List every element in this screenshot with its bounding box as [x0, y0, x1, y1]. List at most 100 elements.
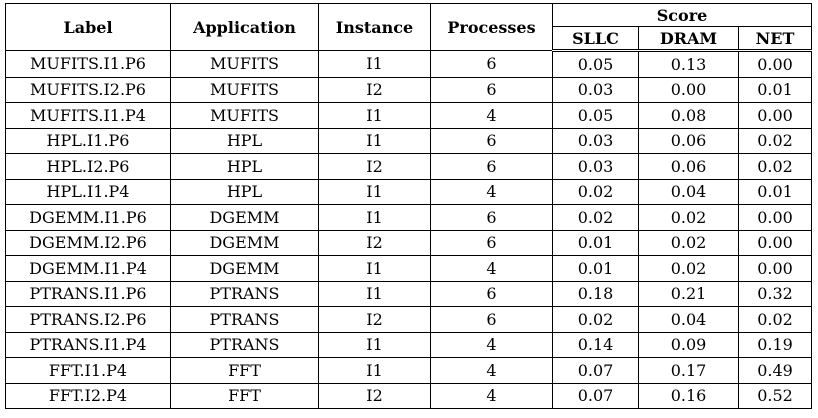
- cell-net: 0.02: [737, 127, 813, 154]
- cell-dram: 0.04: [638, 178, 739, 205]
- cell-dram: 0.06: [638, 153, 739, 180]
- cell-label: MUFITS.I2.P6: [5, 76, 171, 103]
- cell-dram: 0.02: [638, 204, 739, 231]
- cell-label: DGEMM.I1.P6: [5, 204, 171, 231]
- cell-net: 0.00: [737, 255, 813, 282]
- cell-sllc: 0.18: [552, 280, 639, 307]
- cell-instance: I1: [318, 331, 431, 358]
- cell-label: MUFITS.I1.P6: [5, 50, 171, 78]
- cell-net: 0.01: [737, 178, 813, 205]
- cell-sllc: 0.03: [552, 127, 639, 154]
- cell-processes: 6: [430, 76, 553, 103]
- cell-net: 0.00: [737, 50, 813, 78]
- cell-sllc: 0.02: [552, 306, 639, 333]
- cell-dram: 0.13: [638, 50, 739, 78]
- cell-application: MUFITS: [170, 76, 319, 103]
- cell-processes: 6: [430, 306, 553, 333]
- cell-sllc: 0.07: [552, 382, 639, 409]
- cell-net: 0.02: [737, 306, 813, 333]
- cell-dram: 0.04: [638, 306, 739, 333]
- cell-processes: 6: [430, 229, 553, 256]
- cell-label: PTRANS.I2.P6: [5, 306, 171, 333]
- cell-net: 0.00: [737, 204, 813, 231]
- cell-sllc: 0.02: [552, 204, 639, 231]
- cell-application: MUFITS: [170, 50, 319, 78]
- cell-processes: 6: [430, 50, 553, 78]
- cell-processes: 6: [430, 280, 553, 307]
- cell-dram: 0.00: [638, 76, 739, 103]
- cell-application: HPL: [170, 178, 319, 205]
- cell-processes: 4: [430, 102, 553, 129]
- cell-net: 0.52: [737, 382, 813, 409]
- cell-dram: 0.06: [638, 127, 739, 154]
- cell-instance: I1: [318, 255, 431, 282]
- results-table: Label Application Instance Processes Sco…: [5, 3, 813, 409]
- cell-instance: I1: [318, 280, 431, 307]
- header-label: Label: [5, 3, 171, 51]
- cell-dram: 0.02: [638, 255, 739, 282]
- cell-instance: I1: [318, 357, 431, 384]
- cell-net: 0.00: [737, 102, 813, 129]
- cell-application: DGEMM: [170, 204, 319, 231]
- cell-processes: 6: [430, 153, 553, 180]
- cell-sllc: 0.05: [552, 102, 639, 129]
- cell-instance: I2: [318, 306, 431, 333]
- cell-application: DGEMM: [170, 229, 319, 256]
- cell-processes: 4: [430, 255, 553, 282]
- cell-application: PTRANS: [170, 331, 319, 358]
- cell-processes: 4: [430, 382, 553, 409]
- cell-instance: I2: [318, 229, 431, 256]
- cell-processes: 4: [430, 357, 553, 384]
- cell-processes: 6: [430, 127, 553, 154]
- cell-label: HPL.I1.P4: [5, 178, 171, 205]
- cell-application: PTRANS: [170, 280, 319, 307]
- cell-application: DGEMM: [170, 255, 319, 282]
- cell-net: 0.49: [737, 357, 813, 384]
- cell-dram: 0.09: [638, 331, 739, 358]
- cell-sllc: 0.14: [552, 331, 639, 358]
- header-net: NET: [737, 26, 813, 52]
- cell-instance: I2: [318, 76, 431, 103]
- cell-sllc: 0.01: [552, 229, 639, 256]
- cell-processes: 4: [430, 178, 553, 205]
- header-dram: DRAM: [638, 26, 739, 52]
- cell-dram: 0.21: [638, 280, 739, 307]
- cell-dram: 0.08: [638, 102, 739, 129]
- cell-instance: I1: [318, 102, 431, 129]
- cell-application: HPL: [170, 153, 319, 180]
- cell-dram: 0.17: [638, 357, 739, 384]
- cell-instance: I2: [318, 153, 431, 180]
- header-score: Score: [551, 3, 813, 27]
- cell-label: HPL.I2.P6: [5, 153, 171, 180]
- header-sllc: SLLC: [552, 26, 639, 52]
- header-application: Application: [170, 3, 319, 51]
- cell-label: DGEMM.I1.P4: [5, 255, 171, 282]
- cell-net: 0.00: [737, 229, 813, 256]
- cell-application: MUFITS: [170, 102, 319, 129]
- cell-application: FFT: [170, 357, 319, 384]
- cell-instance: I1: [318, 127, 431, 154]
- cell-net: 0.19: [737, 331, 813, 358]
- cell-label: MUFITS.I1.P4: [5, 102, 171, 129]
- cell-label: FFT.I1.P4: [5, 357, 171, 384]
- cell-net: 0.02: [737, 153, 813, 180]
- cell-instance: I1: [318, 50, 431, 78]
- cell-processes: 4: [430, 331, 553, 358]
- cell-label: FFT.I2.P4: [5, 382, 171, 409]
- cell-sllc: 0.07: [552, 357, 639, 384]
- table-header: Label Application Instance Processes Sco…: [5, 3, 813, 52]
